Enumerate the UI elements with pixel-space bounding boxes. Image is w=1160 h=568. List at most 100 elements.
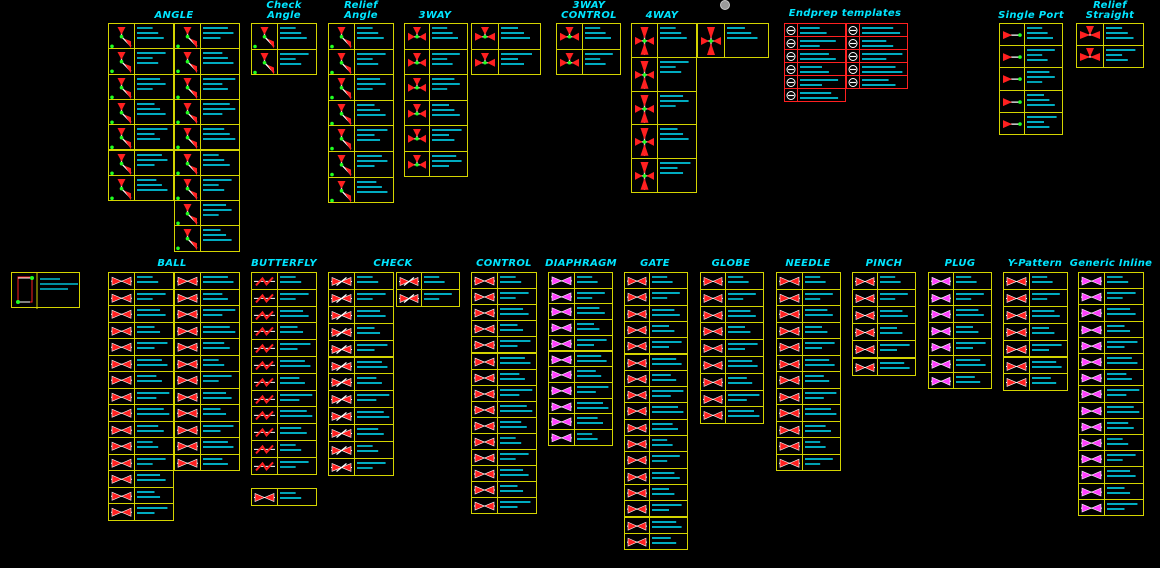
ball-template-cell[interactable]: [108, 420, 174, 438]
endprep-template-cell[interactable]: [846, 49, 908, 63]
butterfly-template-cell[interactable]: [251, 322, 317, 341]
gate-template-cell[interactable]: [624, 418, 688, 436]
angle-template-cell[interactable]: [108, 98, 174, 126]
endprep-template-cell[interactable]: [846, 23, 908, 37]
3way-template-cell[interactable]: [404, 99, 468, 126]
4way-template-cell[interactable]: [631, 23, 697, 58]
ball-template-cell[interactable]: [108, 387, 174, 405]
single-port-template-cell[interactable]: [999, 89, 1063, 113]
globe-template-cell[interactable]: [700, 406, 764, 425]
diaphragm-template-cell[interactable]: [548, 287, 613, 305]
ball-template-cell[interactable]: [174, 437, 240, 455]
4way-template-cell[interactable]: [631, 56, 697, 92]
gate-template-cell[interactable]: [624, 500, 688, 518]
angle-template-cell[interactable]: [108, 23, 174, 50]
needle-template-cell[interactable]: [776, 371, 841, 389]
3way-template-cell[interactable]: [404, 125, 468, 152]
generic-inline-template-cell[interactable]: [1078, 466, 1144, 484]
3way-control-template-cell[interactable]: [556, 23, 621, 50]
butterfly-template-cell[interactable]: [251, 288, 317, 307]
3way-template-cell[interactable]: [404, 48, 468, 75]
gate-template-cell[interactable]: [624, 369, 688, 388]
ball-template-cell[interactable]: [108, 272, 174, 290]
generic-inline-template-cell[interactable]: [1078, 498, 1144, 516]
control-template-cell[interactable]: [471, 272, 537, 290]
butterfly-template-cell[interactable]: [251, 272, 317, 290]
generic-inline-template-cell[interactable]: [1078, 336, 1144, 354]
butterfly-template-cell[interactable]: [251, 305, 317, 324]
relief-angle-template-cell[interactable]: [328, 23, 394, 50]
generic-inline-template-cell[interactable]: [1078, 320, 1144, 338]
ball-template-cell[interactable]: [108, 437, 174, 455]
ball-template-cell[interactable]: [174, 305, 240, 323]
check-template-cell[interactable]: [328, 407, 394, 426]
gate-template-cell[interactable]: [624, 451, 688, 469]
3way-template-cell[interactable]: [404, 150, 468, 177]
gate-template-cell[interactable]: [624, 402, 688, 420]
generic-inline-template-cell[interactable]: [1078, 417, 1144, 435]
ball-template-cell[interactable]: [174, 321, 240, 339]
pinch-template-cell[interactable]: [852, 357, 916, 376]
gate-template-cell[interactable]: [624, 353, 688, 371]
ball-template-cell[interactable]: [174, 387, 240, 405]
needle-template-cell[interactable]: [776, 288, 841, 306]
ball-template-cell[interactable]: [108, 354, 174, 372]
butterfly-template-cell[interactable]: [251, 339, 317, 357]
pinch-template-cell[interactable]: [852, 272, 916, 291]
check-template-cell[interactable]: [328, 322, 394, 341]
ball-template-cell[interactable]: [174, 453, 240, 471]
generic-inline-template-cell[interactable]: [1078, 369, 1144, 387]
check-template-cell[interactable]: [328, 373, 394, 392]
gate-template-cell[interactable]: [624, 386, 688, 404]
endprep-template-cell[interactable]: [784, 36, 846, 50]
endprep-template-cell[interactable]: [846, 36, 908, 50]
gate-template-cell[interactable]: [624, 532, 688, 551]
relief-straight-template-cell[interactable]: [1076, 23, 1144, 46]
ball-template-cell[interactable]: [174, 420, 240, 438]
angle-template-cell[interactable]: [108, 124, 174, 151]
3way-template-cell[interactable]: [404, 23, 468, 50]
angle-template-cell[interactable]: [174, 174, 240, 202]
needle-template-cell[interactable]: [776, 404, 841, 422]
check-template-cell[interactable]: [328, 441, 394, 459]
globe-template-cell[interactable]: [700, 272, 764, 290]
ball-template-cell[interactable]: [108, 503, 174, 521]
y-pattern-template-cell[interactable]: [1003, 272, 1068, 290]
globe-template-cell[interactable]: [700, 322, 764, 341]
gate-template-cell[interactable]: [624, 288, 688, 306]
angle-template-cell[interactable]: [174, 73, 240, 100]
angle-template-cell[interactable]: [174, 98, 240, 126]
generic-inline-template-cell[interactable]: [1078, 450, 1144, 468]
needle-template-cell[interactable]: [776, 321, 841, 339]
butterfly-template-cell[interactable]: [251, 356, 317, 374]
4way-template-cell[interactable]: [631, 90, 697, 126]
control-template-cell[interactable]: [471, 288, 537, 306]
ball-template-cell[interactable]: [108, 470, 174, 488]
control-template-cell[interactable]: [471, 336, 537, 354]
single-port-template-cell[interactable]: [999, 111, 1063, 135]
globe-template-cell[interactable]: [700, 288, 764, 307]
butterfly-template-cell[interactable]: [251, 456, 317, 475]
ball-template-cell[interactable]: [174, 371, 240, 389]
gate-template-cell[interactable]: [624, 516, 688, 534]
diaphragm-template-cell[interactable]: [548, 303, 613, 321]
pinch-template-cell[interactable]: [852, 323, 916, 342]
generic-inline-template-cell[interactable]: [1078, 272, 1144, 290]
generic-inline-template-cell[interactable]: [1078, 401, 1144, 419]
y-pattern-template-cell[interactable]: [1003, 288, 1068, 307]
relief-angle-template-cell[interactable]: [328, 48, 394, 76]
3way-template-cell[interactable]: [404, 74, 468, 101]
control-template-cell[interactable]: [471, 433, 537, 451]
angle-template-cell[interactable]: [174, 149, 240, 176]
gate-template-cell[interactable]: [624, 467, 688, 485]
needle-template-cell[interactable]: [776, 420, 841, 438]
angle-template-cell[interactable]: [108, 48, 174, 75]
relief-angle-template-cell[interactable]: [328, 176, 394, 204]
gate-template-cell[interactable]: [624, 337, 688, 355]
globe-template-cell[interactable]: [700, 389, 764, 408]
control-template-cell[interactable]: [471, 481, 537, 499]
diaphragm-template-cell[interactable]: [548, 413, 613, 430]
y-pattern-template-cell[interactable]: [1003, 339, 1068, 358]
angle-template-cell[interactable]: [174, 48, 240, 75]
needle-template-cell[interactable]: [776, 338, 841, 356]
